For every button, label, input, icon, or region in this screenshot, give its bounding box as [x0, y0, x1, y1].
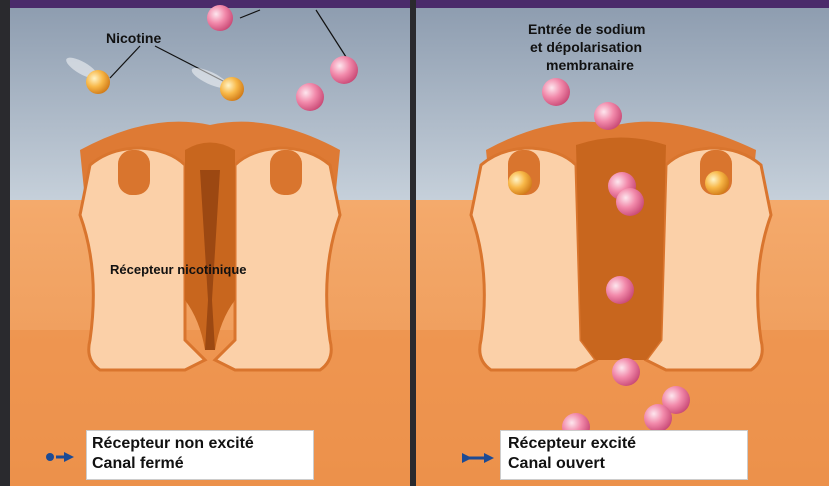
top-border [416, 0, 829, 8]
legend-open-line1: Récepteur excité [508, 434, 636, 454]
panel-open-receptor: Entrée de sodium et dépolarisation membr… [416, 0, 829, 486]
bound-nicotine [508, 171, 532, 195]
sodium-entry-label: Entrée de sodium et dépolarisation membr… [528, 20, 645, 74]
panel-closed-receptor: Nicotine Récepteur nicotinique Récepteur… [10, 0, 410, 486]
sodium-ion [330, 56, 358, 84]
receptor-open [471, 122, 771, 370]
sodium-ion [606, 276, 634, 304]
legend-closed-line1: Récepteur non excité [92, 434, 254, 454]
closed-receptor-illustration [10, 0, 410, 486]
nicotine-label: Nicotine [106, 30, 161, 46]
sodium-label-line1: Entrée de sodium [528, 20, 645, 38]
receptor-closed [80, 122, 340, 370]
binding-site-left [118, 150, 150, 195]
sodium-ion [644, 404, 672, 432]
sodium-ion [616, 188, 644, 216]
binding-site-right [270, 150, 302, 195]
legend-open-line2: Canal ouvert [508, 454, 605, 474]
sodium-label-line2: et dépolarisation [528, 38, 645, 56]
sodium-ion [207, 5, 233, 31]
legend-closed-line2: Canal fermé [92, 454, 184, 474]
bound-nicotine [705, 171, 729, 195]
receptor-label: Récepteur nicotinique [110, 262, 247, 277]
sodium-ion [296, 83, 324, 111]
arrow-open-icon [460, 451, 498, 465]
sodium-ion [542, 78, 570, 106]
sodium-ion [612, 358, 640, 386]
arrow-closed-icon [44, 450, 78, 464]
sodium-label-line3: membranaire [528, 56, 645, 74]
sodium-ion [594, 102, 622, 130]
top-border [10, 0, 410, 8]
